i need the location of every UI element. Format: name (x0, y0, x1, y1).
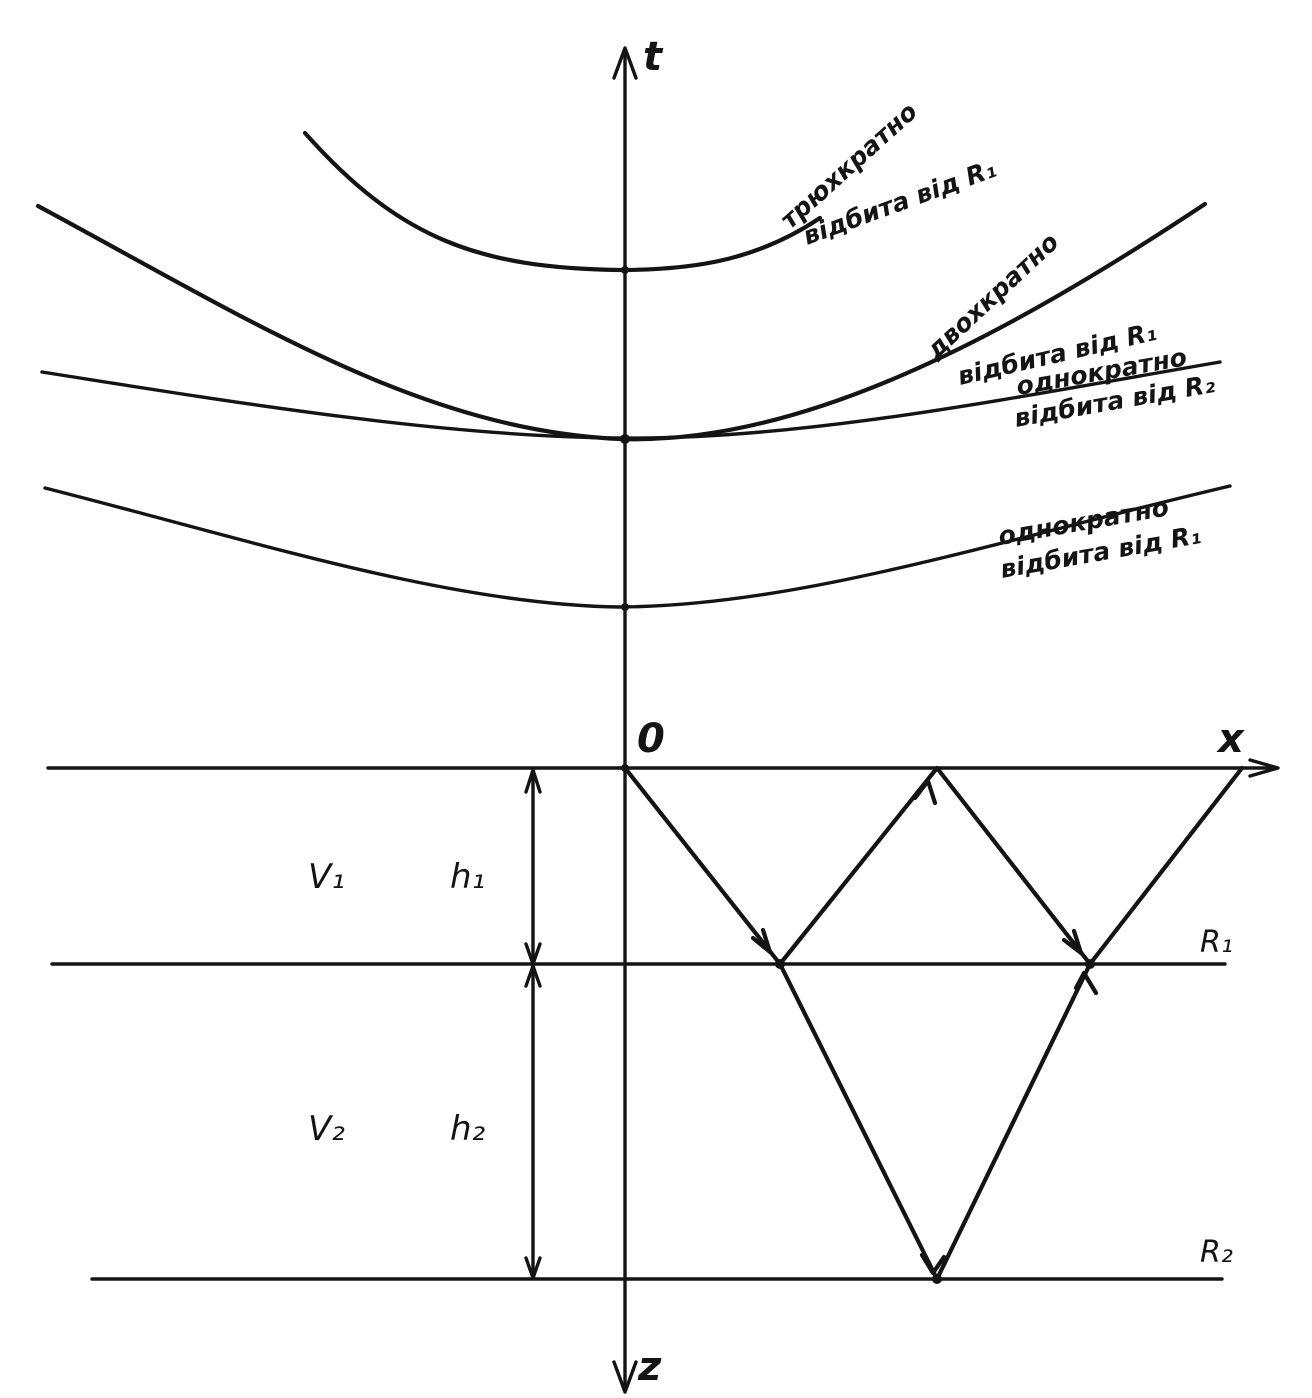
ray-arrow (750, 927, 773, 955)
surface-and-boundaries (46, 758, 1280, 1281)
ray-reflection-point (932, 1274, 942, 1284)
layer-1-velocity: V₁ (308, 857, 345, 897)
ray-arrow (1073, 970, 1099, 996)
boundary-r2-label: R₂ (1200, 1235, 1233, 1270)
t-z-axis (612, 46, 638, 1394)
origin-label: 0 (637, 716, 665, 762)
ray-reflection-point (775, 959, 785, 969)
curve-axis-intersection (621, 266, 629, 274)
ray-reflection-point (1085, 959, 1095, 969)
t-axis-label: t (643, 34, 664, 80)
travel-time-curves (35, 130, 1232, 611)
ray-paths (621, 764, 1245, 1284)
curve-single-reflection-r2 (40, 360, 1222, 440)
ray-single-reflection-r2 (777, 961, 1093, 1282)
ray-arrow (1061, 928, 1084, 956)
curve-triple-reflection-r1 (302, 130, 823, 273)
ray-arrow (919, 1252, 947, 1276)
layer-2-thickness: h₂ (450, 1109, 486, 1149)
curve-single-reflection-r1 (43, 484, 1232, 609)
ray-double-reflection-r1 (622, 765, 1245, 967)
thickness-dimension-h1 (524, 768, 542, 966)
curve-labels: трюхкратно відбита від R₁ двохкратно від… (775, 97, 1217, 584)
curve-axis-intersection (621, 603, 629, 611)
layer-1-thickness: h₁ (450, 857, 485, 897)
thickness-dimension-h2 (524, 964, 542, 1280)
curve-axis-intersection (620, 434, 630, 444)
boundary-r1-label: R₁ (1200, 925, 1233, 960)
ray-arrow (912, 778, 938, 806)
layer-2-velocity: V₂ (308, 1109, 345, 1149)
ray-source-point (621, 764, 629, 772)
x-axis-label: x (1216, 716, 1245, 762)
z-axis-label: z (637, 1344, 662, 1390)
